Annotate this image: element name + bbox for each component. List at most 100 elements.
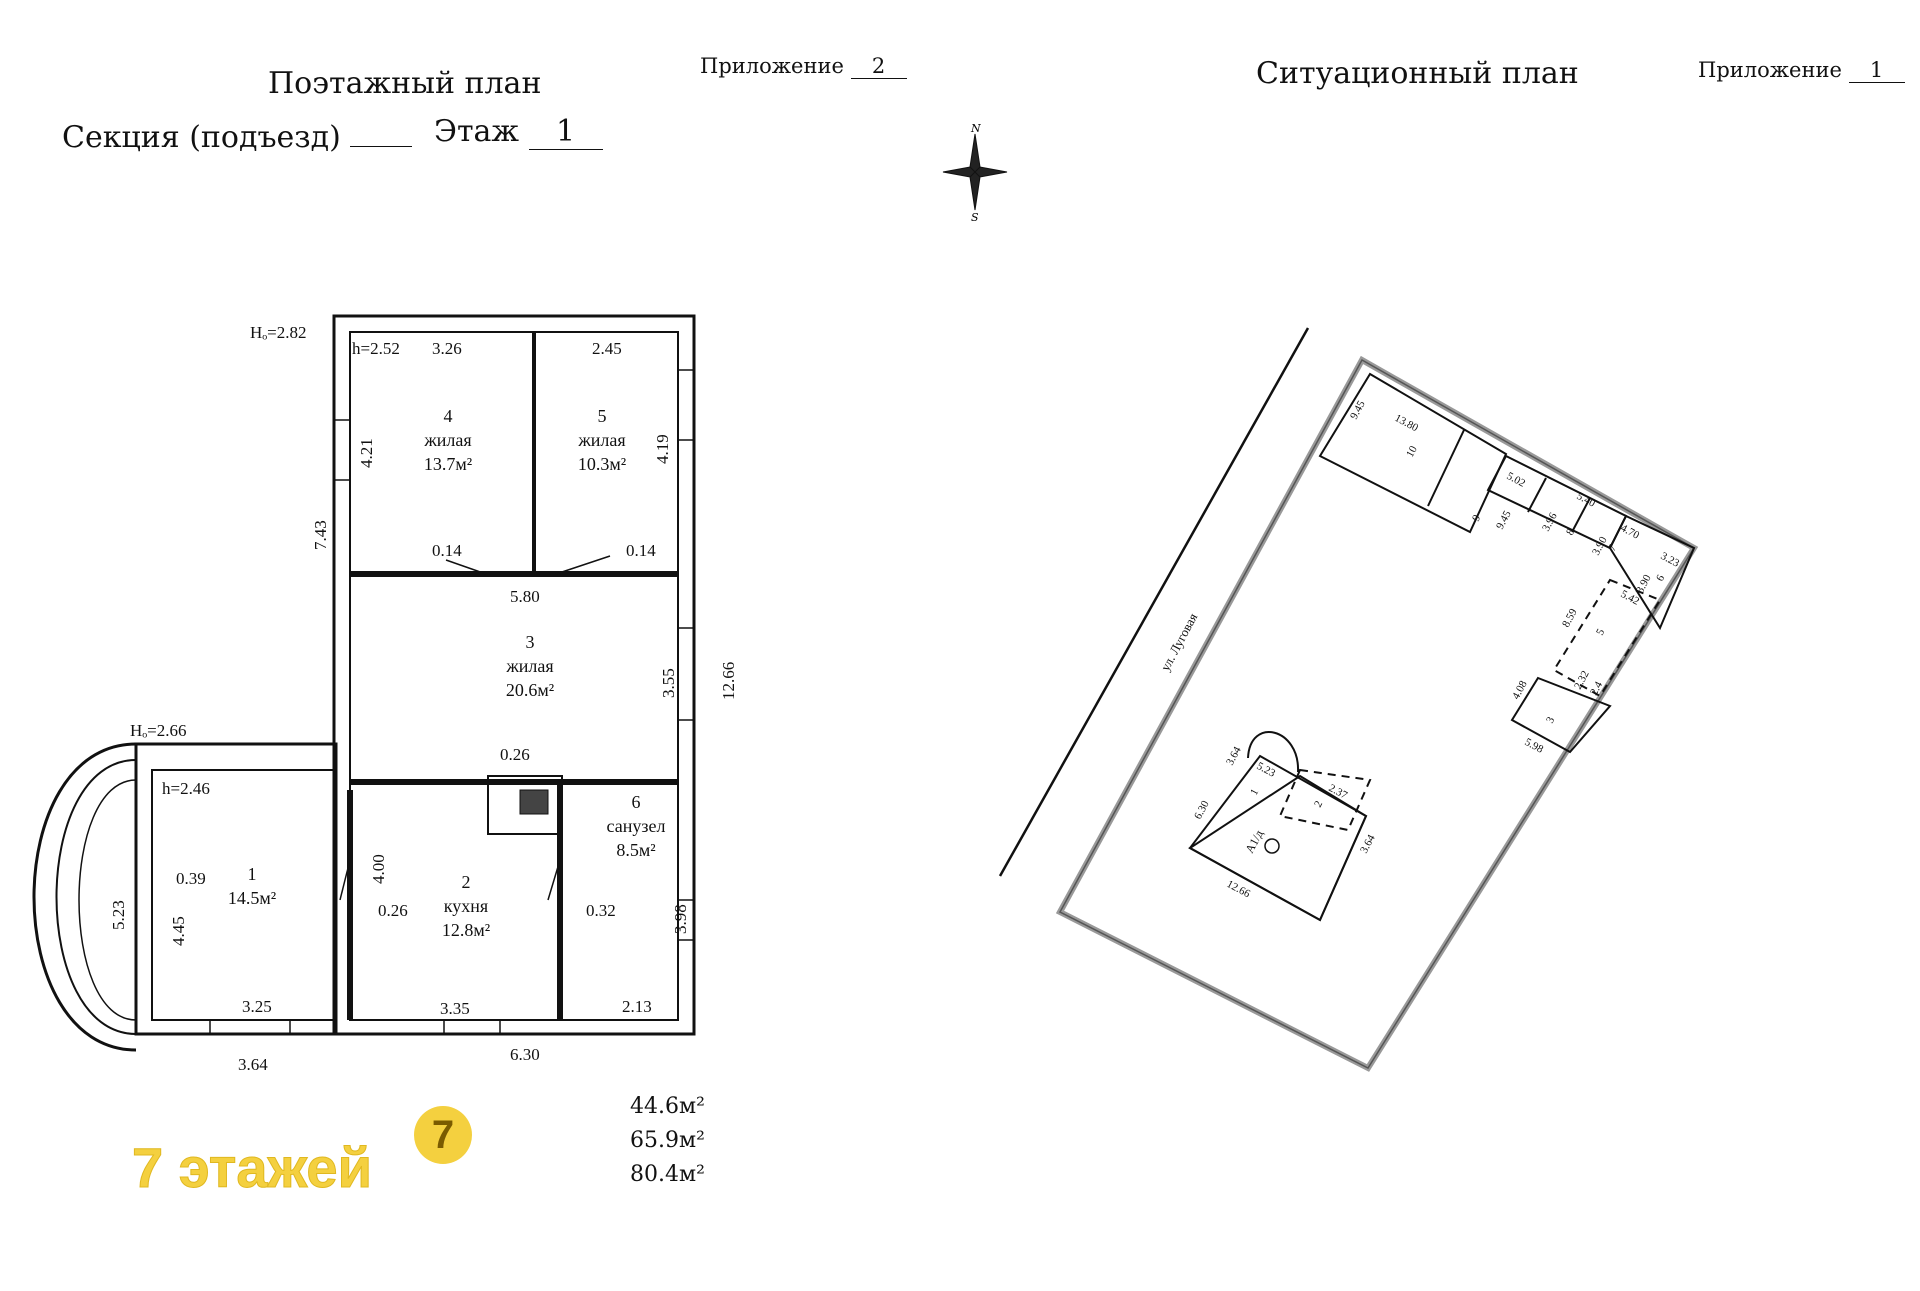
- room-6-number: 6: [632, 792, 641, 812]
- site-dim: 8.59: [1560, 606, 1580, 629]
- building-A1: [1188, 754, 1368, 922]
- compass-north: N: [970, 122, 981, 135]
- site-labels: ул. Луговая А1/д 9.45 13.80 10 5.02 9 9.…: [1157, 398, 1681, 900]
- stove-icon: [519, 789, 549, 815]
- dimension-label: 3.26: [432, 339, 462, 358]
- dimension-label: 4.45: [169, 916, 188, 946]
- site-dim: 2.32: [1572, 669, 1592, 692]
- outer-wall: [332, 314, 696, 1036]
- floor-plan-title: Поэтажный план: [268, 66, 542, 101]
- site-dim: 9.45: [1494, 508, 1514, 531]
- dimension-label: 3.25: [242, 997, 272, 1016]
- dimension-label: 6.30: [510, 1045, 540, 1064]
- dimension-label: 4.21: [357, 438, 376, 468]
- site-dim: 5.98: [1523, 736, 1546, 756]
- dimension-label: 0.39: [176, 869, 206, 888]
- total-area-full: 80.4м²: [630, 1162, 705, 1187]
- site-dim: 8: [1564, 526, 1577, 537]
- section-line: Секция (подъезд): [62, 120, 413, 155]
- dimension-label: 3.64: [238, 1055, 268, 1074]
- plan-labels: Hₒ=2.82 h=2.52 Hₒ=2.66 h=2.46 3.26 2.45 …: [109, 323, 738, 1074]
- dimension-label: 5.80: [510, 587, 540, 606]
- lot-boundary: [1055, 355, 1699, 1072]
- dimension-label: 3.98: [671, 904, 690, 934]
- appendix-label: Приложение: [700, 54, 844, 78]
- height-label: Hₒ=2.82: [250, 323, 307, 342]
- dimension-label: 0.26: [378, 901, 408, 920]
- room-labels: 4 жилая 13.7м² 5 жилая 10.3м² 3 жилая 20…: [228, 406, 666, 940]
- building-10: [1318, 372, 1508, 534]
- room-1-number: 1: [248, 864, 257, 884]
- dimension-label: 3.35: [440, 999, 470, 1018]
- room-3-area: 20.6м²: [506, 680, 554, 700]
- height-label: Hₒ=2.66: [130, 721, 187, 740]
- site-dim: 13.80: [1393, 412, 1421, 434]
- room-2-type: кухня: [444, 896, 488, 916]
- height-label: h=2.46: [162, 779, 210, 798]
- site-dim: 5: [1594, 626, 1607, 637]
- dimension-label: 0.26: [500, 745, 530, 764]
- room-2-area: 12.8м²: [442, 920, 490, 940]
- bay-inner: [55, 759, 137, 1035]
- site-dim: 6: [1654, 572, 1667, 583]
- appendix-number: 2: [850, 54, 907, 79]
- site-dim: 10: [1404, 444, 1420, 460]
- room-3-number: 3: [526, 632, 535, 652]
- site-dim: 5.02: [1505, 470, 1528, 490]
- building-2: [1278, 768, 1372, 832]
- site-dim: 7: [1606, 542, 1619, 553]
- dimension-label: 2.13: [622, 997, 652, 1016]
- room-5-type: жилая: [577, 430, 625, 450]
- dimension-label: 0.32: [586, 901, 616, 920]
- site-dim: 3.90: [1634, 572, 1654, 595]
- building-A1-label: А1/д: [1242, 828, 1266, 856]
- watermark-logo: 7 этажей: [132, 1136, 373, 1200]
- room-4-type: жилая: [423, 430, 471, 450]
- site-appendix-label: Приложение: [1698, 58, 1842, 82]
- left-wing-wall: [134, 742, 338, 1036]
- building-3: [1510, 676, 1612, 754]
- dimension-label: 5.23: [109, 900, 128, 930]
- dimension-label: 3.55: [659, 668, 678, 698]
- dimension-label: 12.66: [719, 662, 738, 700]
- total-area-general: 65.9м²: [630, 1128, 705, 1153]
- room-5-area: 10.3м²: [578, 454, 626, 474]
- building-6: [1608, 514, 1696, 631]
- room-6-type: санузел: [607, 816, 666, 836]
- floor-label: Этаж: [434, 114, 520, 149]
- chimney: [487, 775, 563, 835]
- porch-arc: [1247, 731, 1300, 773]
- floor-value: 1: [528, 114, 603, 150]
- room-4-number: 4: [444, 406, 453, 426]
- site-dim: 9: [1470, 512, 1483, 523]
- dimension-label: 0.14: [432, 541, 462, 560]
- height-label: h=2.52: [352, 339, 400, 358]
- total-area-living: 44.6м²: [630, 1094, 705, 1119]
- bay-outer: [32, 742, 137, 1052]
- watermark-badge: 7: [414, 1106, 472, 1164]
- room-1-area: 14.5м²: [228, 888, 276, 908]
- dimension-label: 7.43: [311, 520, 330, 550]
- dimension-label: 0.14: [626, 541, 656, 560]
- site-dim: 9.45: [1348, 398, 1368, 421]
- street-line: [998, 327, 1310, 877]
- site-plan-title: Ситуационный план: [1256, 56, 1579, 91]
- site-dim: 3: [1544, 714, 1557, 725]
- site-dim: 2: [1312, 799, 1325, 809]
- dimension-label: 4.19: [653, 434, 672, 464]
- site-appendix-number: 1: [1848, 58, 1905, 83]
- floor-line: Этаж 1: [434, 114, 603, 150]
- room-5-number: 5: [598, 406, 607, 426]
- dimension-label: 2.45: [592, 339, 622, 358]
- site-dim: 4.08: [1510, 678, 1530, 701]
- site-dim: 4.70: [1619, 522, 1642, 542]
- dimension-label: 4.00: [369, 854, 388, 884]
- site-dim: 2.4: [1588, 679, 1605, 697]
- floor-plan-appendix: Приложение 2: [700, 54, 907, 79]
- site-dim: 1: [1248, 787, 1261, 797]
- section-label: Секция (подъезд): [62, 120, 341, 155]
- room-3-type: жилая: [505, 656, 553, 676]
- site-dim: 3.64: [1224, 744, 1244, 767]
